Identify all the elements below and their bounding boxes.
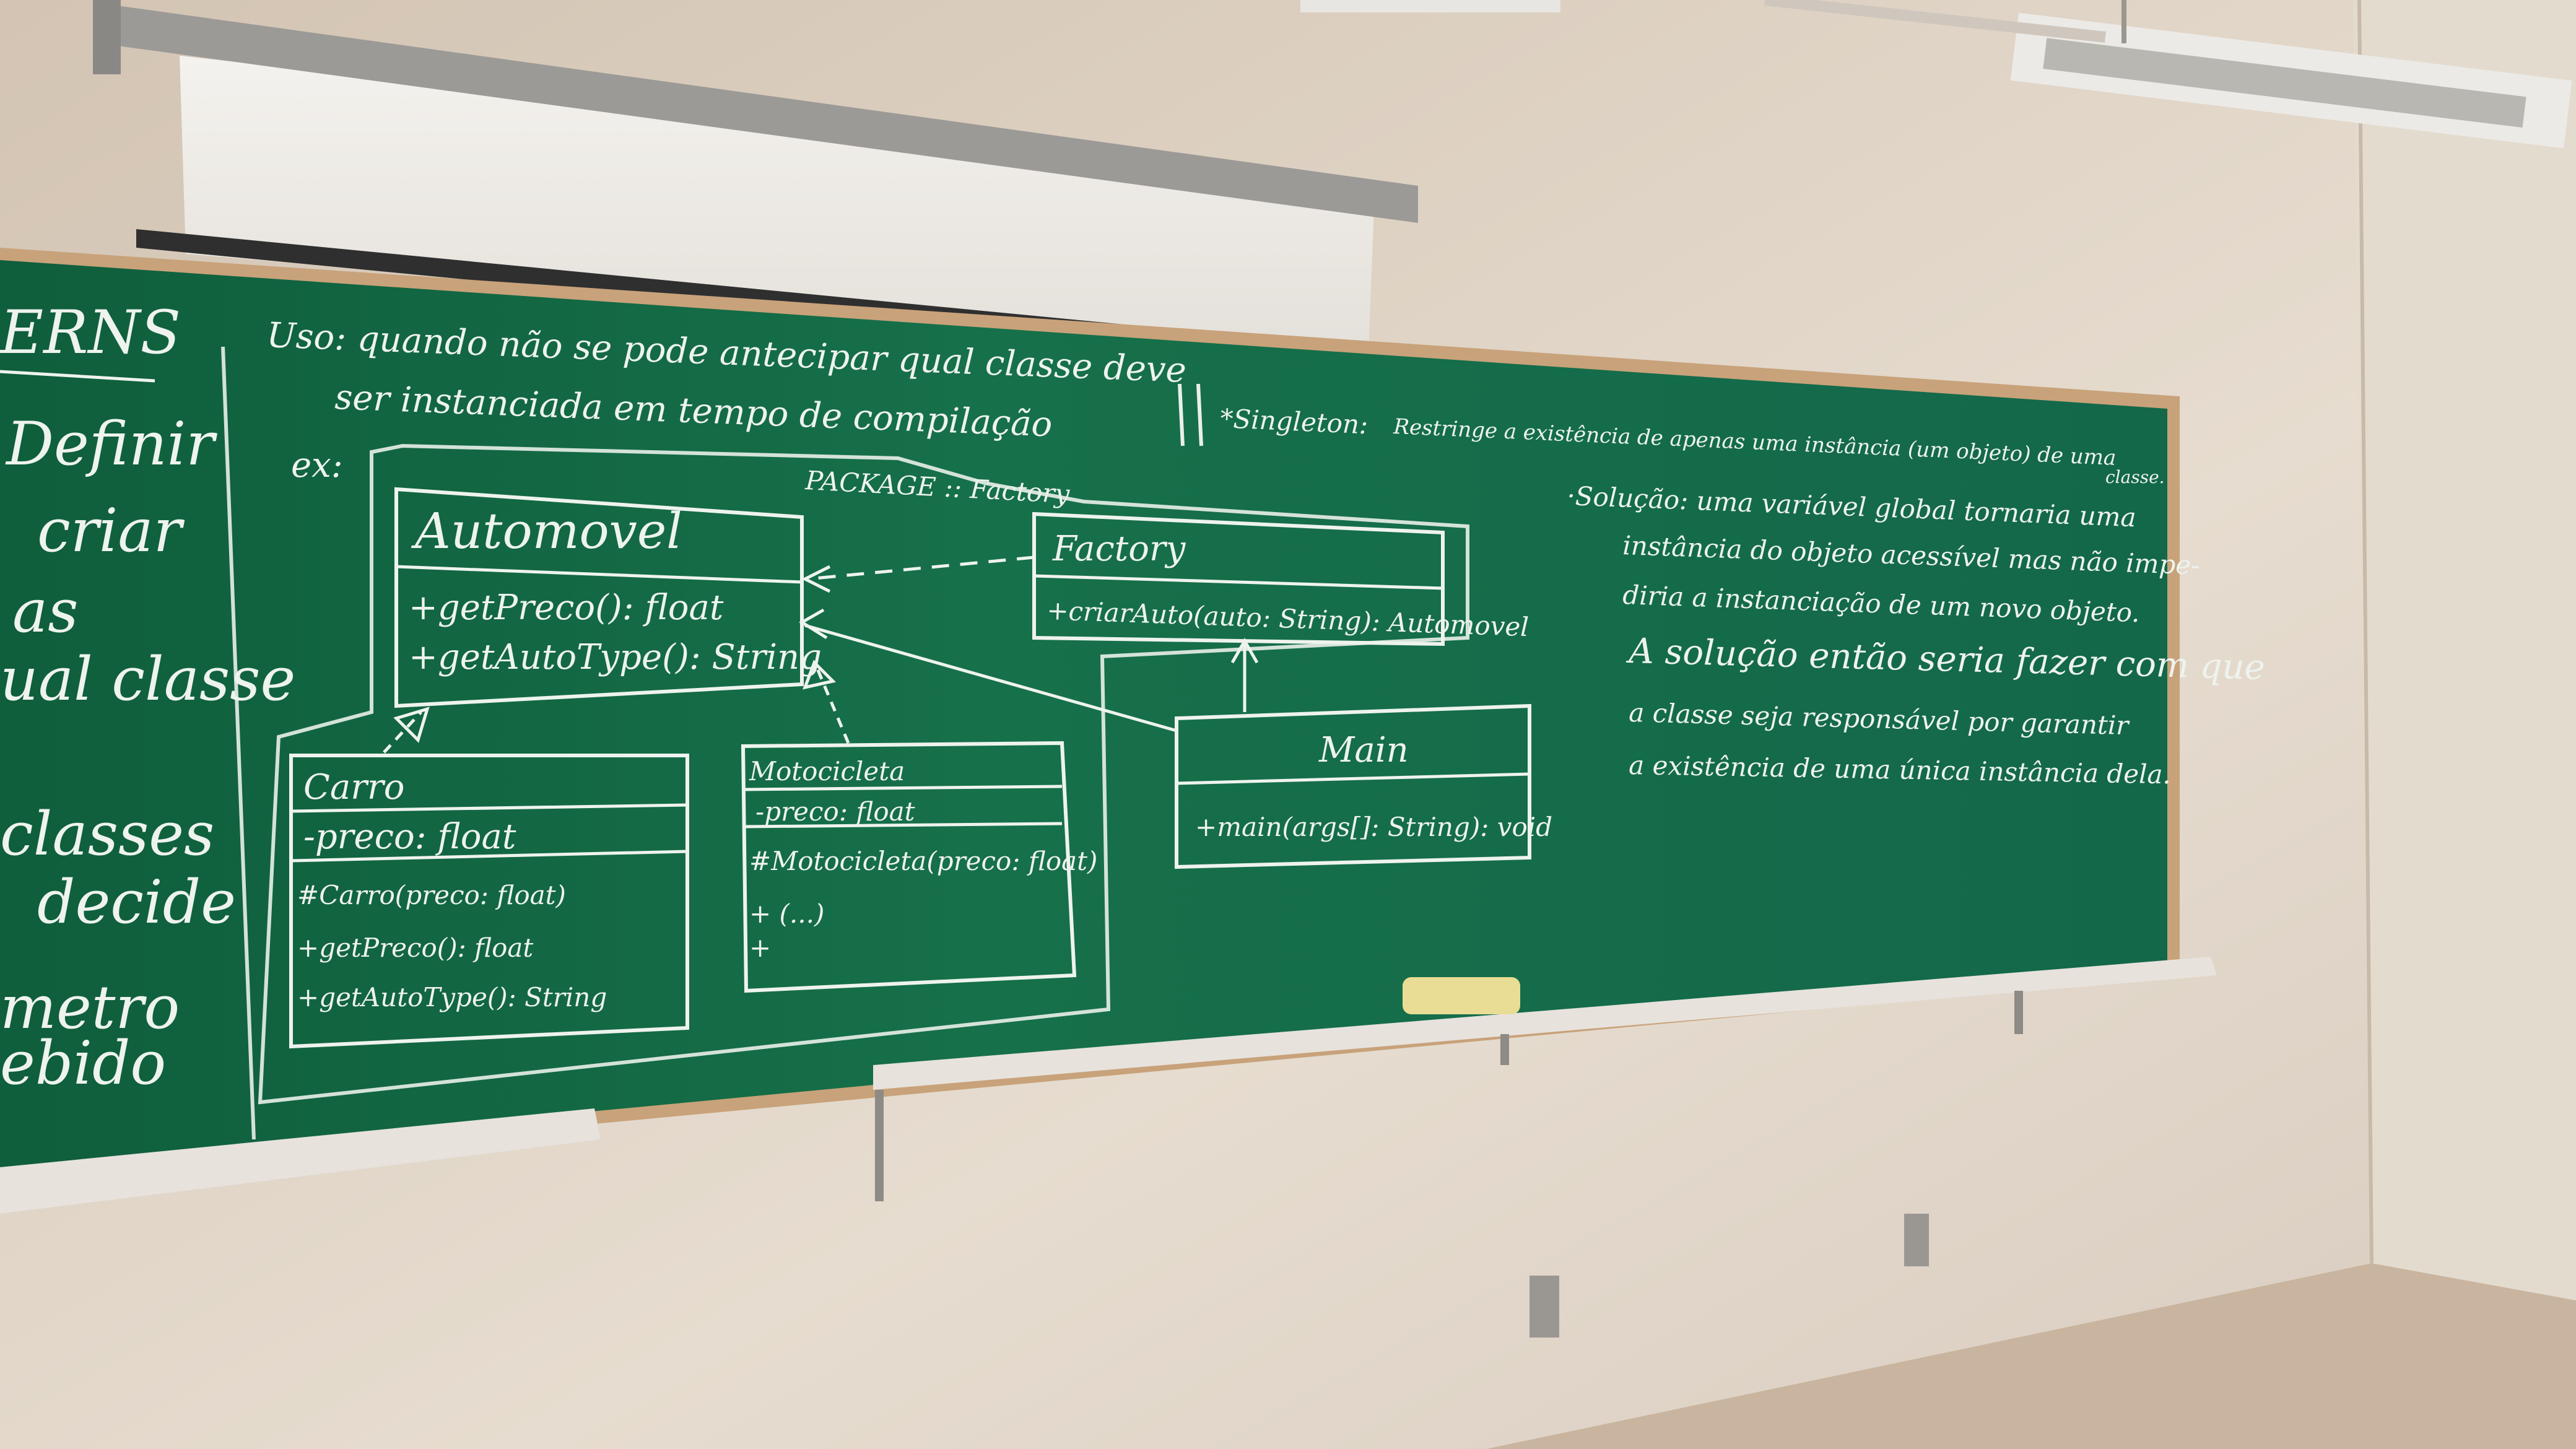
- class-name: Main: [1318, 730, 1409, 770]
- class-name: Automovel: [411, 502, 682, 560]
- uml-class-main: Main +main(args[]: String): void: [1175, 703, 1552, 869]
- screen-bracket: [93, 0, 121, 74]
- class-box: [1175, 703, 1531, 869]
- class-method: +: [749, 933, 771, 963]
- ceiling-light: [1300, 0, 1560, 12]
- arrowhead: [803, 659, 836, 690]
- class-name: Motocicleta: [749, 756, 905, 786]
- class-divider: [1176, 772, 1530, 785]
- left-line: ual classe: [0, 645, 295, 714]
- wall-corner-edge: [2357, 0, 2374, 1264]
- class-method: +getAutoType(): String: [297, 982, 607, 1012]
- uml-class-automovel: Automovel +getPreco(): float +getAutoTyp…: [394, 487, 822, 708]
- left-line: criar: [37, 496, 185, 565]
- screen-housing: [99, 3, 1418, 223]
- class-method: +getPreco(): float: [409, 588, 724, 628]
- left-line: metro: [0, 973, 180, 1042]
- board-divider: [1178, 383, 1185, 446]
- class-divider: [1033, 574, 1443, 590]
- uml-class-motocicleta: Motocicleta -preco: float #Motocicleta(p…: [741, 741, 1097, 993]
- arrowhead: [1230, 637, 1259, 664]
- chalk-tray: [873, 957, 2217, 1090]
- singleton-definition-end: classe.: [2105, 467, 2165, 487]
- class-divider: [742, 822, 1063, 829]
- class-method: +getAutoType(): String: [409, 637, 822, 677]
- carro-realization-arrow: [383, 711, 422, 754]
- arrowhead: [393, 707, 430, 743]
- left-notes: ERNS Definir criar as ual classe classes…: [0, 298, 295, 1098]
- uml-arrows: [383, 555, 1259, 754]
- left-line: classes: [0, 799, 214, 869]
- class-divider: [742, 785, 1063, 791]
- class-attribute: -preco: float: [303, 817, 516, 857]
- class-divider: [290, 803, 688, 813]
- floor: [1486, 1263, 2576, 1449]
- class-box: [741, 741, 1077, 993]
- class-method: + (...): [749, 899, 824, 929]
- left-line: as: [12, 577, 79, 646]
- arrowhead: [799, 608, 828, 640]
- heading-underline: [0, 370, 155, 383]
- class-method: #Carro(preco: float): [297, 880, 566, 910]
- class-box: [289, 754, 689, 1049]
- dependency-arrow: [807, 555, 1035, 581]
- class-method: +main(args[]: String): void: [1195, 812, 1552, 842]
- board-divider: [221, 346, 256, 1140]
- class-divider: [396, 565, 803, 584]
- board-divider: [1196, 383, 1203, 446]
- left-line: decide: [37, 868, 236, 937]
- class-name: Factory: [1052, 529, 1186, 569]
- main-to-automovel-arrow: [804, 624, 1177, 733]
- arrowhead: [801, 565, 831, 593]
- left-line: ebido: [0, 1029, 166, 1098]
- class-box: [1032, 511, 1445, 646]
- projector-screen: [180, 56, 1375, 353]
- class-divider: [290, 850, 688, 863]
- chalk-tray: [0, 1108, 601, 1214]
- class-box: [394, 487, 804, 708]
- wall-outlet: [1904, 1214, 1929, 1266]
- left-line: Definir: [5, 409, 217, 479]
- wall-outlet: [1530, 1276, 1559, 1338]
- example-label: ex:: [291, 445, 343, 485]
- class-method: #Motocicleta(preco: float): [749, 846, 1097, 876]
- left-heading: ERNS: [0, 298, 181, 367]
- chalkboard: [0, 260, 2167, 1167]
- eraser: [1403, 977, 1520, 1014]
- class-name: Carro: [303, 767, 405, 807]
- class-method: +getPreco(): float: [297, 933, 533, 963]
- ceiling-light-grille: [2043, 38, 2526, 128]
- conduit: [1764, 0, 2106, 43]
- wall-corner: [2353, 0, 2576, 1449]
- class-attribute: -preco: float: [755, 796, 915, 827]
- package-outline: [258, 443, 1469, 1105]
- singleton-title: *Singleton:: [1220, 403, 1369, 440]
- uml-class-carro: Carro -preco: float #Carro(preco: float)…: [289, 754, 689, 1049]
- moto-realization-arrow: [816, 668, 850, 744]
